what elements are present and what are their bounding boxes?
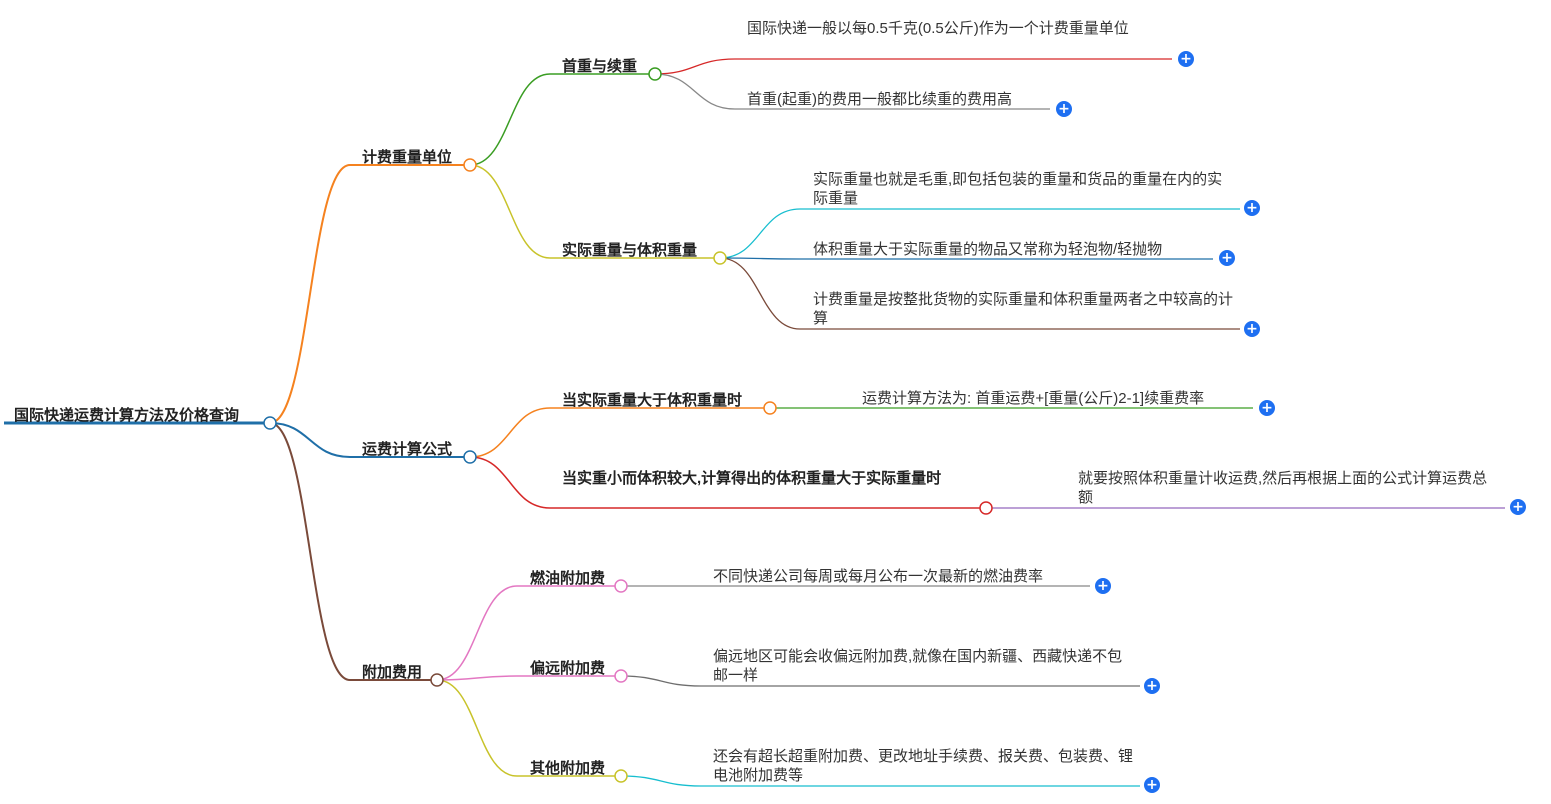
c1-node-dot	[763, 401, 777, 415]
sub-fuel[interactable]: 燃油附加费	[530, 570, 606, 587]
actual-node-dot	[713, 251, 727, 265]
weight-node-dot	[463, 158, 477, 172]
link-remote-leaf	[620, 675, 1140, 687]
expand-leaf-weight-unit-button[interactable]	[1178, 51, 1194, 67]
expand-leaf-billing-higher-button[interactable]	[1244, 321, 1260, 337]
link-other-leaf	[620, 775, 1140, 787]
leaf-light-goods: 体积重量大于实际重量的物品又常称为轻泡物/轻抛物	[813, 241, 1163, 258]
remote-node-dot	[614, 669, 628, 683]
link-weight-actual	[469, 164, 720, 259]
sub-remote[interactable]: 偏远附加费	[530, 660, 606, 677]
sub-other[interactable]: 其他附加费	[530, 760, 606, 777]
link-actual-leaf3	[719, 257, 1240, 330]
expand-leaf-actual-def-button[interactable]	[1244, 200, 1260, 216]
expand-leaf-volume-charge-button[interactable]	[1510, 499, 1526, 515]
link-extra-remote	[436, 675, 621, 681]
fuel-node-dot	[614, 579, 628, 593]
link-formula-c1	[469, 407, 770, 458]
link-extra-fuel	[436, 585, 621, 681]
extra-node-dot	[430, 673, 444, 687]
expand-leaf-formula-method-button[interactable]	[1259, 400, 1275, 416]
leaf-other-fees: 还会有超长超重附加费、更改地址手续费、报关费、包装费、锂电池附加费等	[713, 748, 1134, 784]
leaf-billing-higher: 计费重量是按整批货物的实际重量和体积重量两者之中较高的计算	[813, 291, 1234, 327]
expand-leaf-remote-fee-button[interactable]	[1144, 678, 1160, 694]
branch-extra-fees[interactable]: 附加费用	[362, 664, 423, 681]
link-actual-leaf2	[719, 257, 1213, 260]
leaf-weight-unit: 国际快递一般以每0.5千克(0.5公斤)作为一个计费重量单位	[747, 20, 1129, 37]
link-root-weight	[269, 164, 470, 424]
sub-actual-greater[interactable]: 当实际重量大于体积重量时	[562, 392, 743, 409]
leaf-volume-charge: 就要按照体积重量计收运费,然后再根据上面的公式计算运费总额	[1078, 470, 1488, 506]
expand-leaf-light-goods-button[interactable]	[1219, 250, 1235, 266]
leaf-actual-def: 实际重量也就是毛重,即包括包装的重量和货品的重量在内的实际重量	[813, 171, 1223, 207]
sub-actual-volume[interactable]: 实际重量与体积重量	[562, 242, 698, 259]
root-node-dot	[263, 416, 277, 430]
expand-leaf-fuel-rate-button[interactable]	[1095, 578, 1111, 594]
root-topic[interactable]: 国际快递运费计算方法及价格查询	[14, 407, 240, 424]
link-weight-first	[469, 73, 655, 166]
sub-first-continued[interactable]: 首重与续重	[562, 58, 638, 75]
link-root-extra	[269, 422, 437, 681]
expand-leaf-other-fees-button[interactable]	[1144, 777, 1160, 793]
leaf-remote-fee: 偏远地区可能会收偏远附加费,就像在国内新疆、西藏快递不包邮一样	[713, 648, 1123, 684]
sub-volume-greater[interactable]: 当实重小而体积较大,计算得出的体积重量大于实际重量时	[562, 470, 942, 487]
expand-leaf-first-higher-button[interactable]	[1056, 101, 1072, 117]
branch-formula[interactable]: 运费计算公式	[362, 441, 453, 458]
first-node-dot	[648, 67, 662, 81]
other-node-dot	[614, 769, 628, 783]
c2-node-dot	[979, 501, 993, 515]
link-formula-c2	[469, 456, 986, 509]
link-first-leaf1	[654, 58, 1172, 75]
formula-node-dot	[463, 450, 477, 464]
link-root-formula	[269, 422, 470, 458]
link-extra-other	[436, 679, 621, 777]
leaf-formula-method: 运费计算方法为: 首重运费+[重量(公斤)2-1]续重费率	[862, 390, 1205, 407]
link-first-leaf2	[654, 73, 1050, 110]
branch-billing-weight[interactable]: 计费重量单位	[362, 149, 453, 166]
leaf-first-higher: 首重(起重)的费用一般都比续重的费用高	[747, 91, 1012, 108]
leaf-fuel-rate: 不同快递公司每周或每月公布一次最新的燃油费率	[713, 568, 1044, 585]
link-actual-leaf1	[719, 208, 1240, 259]
